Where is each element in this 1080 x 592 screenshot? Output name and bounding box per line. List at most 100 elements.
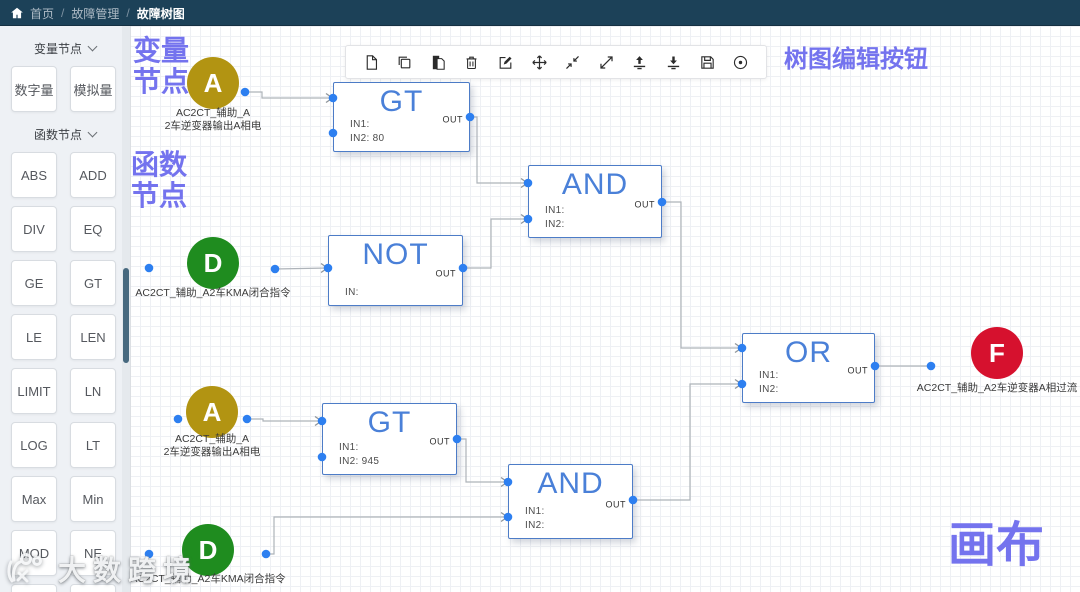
shrink-icon[interactable]: [564, 54, 581, 71]
gate-label: GT: [367, 406, 412, 439]
palette-item-LOG[interactable]: LOG: [11, 422, 57, 468]
sidebar: 变量节点数字量模拟量函数节点 ABS ADD DIV EQ GE GT LE LEN LIMIT L…: [0, 26, 131, 592]
sidebar-scrollbar-thumb[interactable]: [123, 268, 129, 363]
wire-arrowhead: [325, 92, 334, 104]
tree-edit-toolbar: [345, 45, 767, 79]
gate-label: OR: [785, 336, 832, 369]
home-icon[interactable]: [10, 6, 24, 20]
variable-node-f1[interactable]: F: [971, 327, 1023, 379]
anchor-dot-2[interactable]: [144, 263, 154, 273]
save-icon[interactable]: [699, 54, 716, 71]
palette-item-LT[interactable]: LT: [70, 422, 116, 468]
variable-letter: F: [989, 337, 1005, 368]
palette-item-LIMIT[interactable]: LIMIT: [11, 368, 57, 414]
topbar: 首页/故障管理/故障树图: [0, 0, 1080, 26]
palette-item-partial[interactable]: [70, 584, 116, 592]
expand-icon[interactable]: [598, 54, 615, 71]
wire-4: [463, 218, 528, 269]
variable-label-a1: AC2CT_辅助_A 2车逆变器输出A相电: [164, 107, 262, 133]
upload-icon[interactable]: [631, 54, 648, 71]
breadcrumb-separator: /: [61, 6, 65, 20]
anchor-dot-3[interactable]: [270, 264, 280, 274]
palette-item-GT[interactable]: GT: [70, 260, 116, 306]
watermark-logo: [7, 553, 42, 583]
variable-letter: A: [202, 396, 222, 427]
anchor-dot-7[interactable]: [261, 549, 271, 559]
breadcrumb-item-1[interactable]: 首页: [30, 6, 55, 21]
wire-9: [457, 438, 508, 483]
anchor-dot-8[interactable]: [926, 361, 936, 371]
variable-node-a2[interactable]: A: [186, 386, 238, 438]
gate-gt2[interactable]: GT IN1: IN2: 945 OUT: [322, 403, 457, 475]
target-icon[interactable]: [732, 54, 749, 71]
variable-label-a2: AC2CT_辅助_A 2车逆变器输出A相电: [163, 433, 261, 459]
gate-out-label: OUT: [442, 114, 463, 125]
palette-item-MOD[interactable]: MOD: [11, 530, 57, 576]
wire-2: [470, 116, 528, 184]
sidebar-section-header-1[interactable]: 变量节点: [0, 38, 130, 58]
wire-arrowhead: [734, 378, 743, 390]
chevron-down-icon: [87, 41, 98, 52]
paste-icon[interactable]: [430, 54, 447, 71]
palette-item-LE[interactable]: LE: [11, 314, 57, 360]
gate-label: GT: [379, 85, 424, 118]
gate-out-label: OUT: [605, 499, 626, 509]
breadcrumb: 首页/故障管理/故障树图: [30, 5, 185, 22]
variable-label-f1: AC2CT_辅助_A2车逆变器A相过流: [916, 382, 1078, 394]
sidebar-section-label: 函数节点: [33, 127, 82, 142]
copy-icon[interactable]: [396, 54, 413, 71]
variable-letter: D: [198, 534, 218, 565]
chevron-down-icon: [87, 127, 98, 138]
gate-input-labels: IN1: IN2:: [545, 205, 565, 230]
palette-item-ABS[interactable]: ABS: [11, 152, 57, 198]
wire-arrowhead: [734, 342, 743, 354]
gate-label: AND: [537, 467, 604, 500]
palette-item-Max[interactable]: Max: [11, 476, 57, 522]
gate-input-labels: IN1: IN2:: [525, 506, 545, 531]
edit-icon[interactable]: [497, 54, 514, 71]
wire-arrowhead: [314, 415, 323, 427]
wire-5: [662, 201, 742, 349]
anchor-dot-1[interactable]: [240, 87, 250, 97]
breadcrumb-item-3: 故障树图: [136, 6, 185, 21]
variable-label-d2: AC2CT_辅助_A2车KMA闭合指令: [130, 573, 286, 585]
move-icon[interactable]: [531, 54, 548, 71]
sidebar-sections: 变量节点数字量模拟量函数节点 ABS ADD DIV EQ GE GT LE LEN LIMIT L…: [0, 38, 130, 592]
variable-node-a1[interactable]: A: [187, 57, 239, 109]
palette-item-EQ[interactable]: EQ: [70, 206, 116, 252]
anchor-dot-5[interactable]: [242, 414, 252, 424]
palette-item-LN[interactable]: LN: [70, 368, 116, 414]
palette-item-数字量[interactable]: 数字量: [11, 66, 57, 112]
variable-node-d1[interactable]: D: [187, 237, 239, 289]
palette-item-GE[interactable]: GE: [11, 260, 57, 306]
breadcrumb-item-2[interactable]: 故障管理: [71, 6, 120, 21]
gate-input-labels: IN1: IN2: 945: [339, 442, 380, 467]
new-file-icon[interactable]: [363, 54, 380, 71]
wire-8: [247, 418, 322, 422]
wire-arrowhead: [320, 262, 329, 274]
variable-letter: D: [203, 247, 223, 278]
variable-label-d1: AC2CT_辅助_A2车KMA闭合指令: [135, 287, 291, 299]
annotation-3: 树图编辑按钮: [784, 46, 928, 73]
delete-icon[interactable]: [463, 54, 480, 71]
anchor-dot-4[interactable]: [173, 414, 183, 424]
sidebar-section-header-2[interactable]: 函数节点: [0, 124, 130, 144]
palette-item-DIV[interactable]: DIV: [11, 206, 57, 252]
gate-out-label: OUT: [429, 436, 450, 447]
gate-and2[interactable]: AND IN1: IN2: OUT: [508, 464, 633, 539]
palette-item-NE[interactable]: NE: [70, 530, 116, 576]
download-icon[interactable]: [665, 54, 682, 71]
palette-item-ADD[interactable]: ADD: [70, 152, 116, 198]
palette-item-Min[interactable]: Min: [70, 476, 116, 522]
palette-item-partial[interactable]: [11, 584, 57, 592]
palette-item-模拟量[interactable]: 模拟量: [70, 66, 116, 112]
palette-item-LEN[interactable]: LEN: [70, 314, 116, 360]
wire-1: [245, 91, 333, 99]
variable-node-d2[interactable]: D: [182, 524, 234, 576]
annotation-1: 变量 节点: [133, 35, 190, 97]
